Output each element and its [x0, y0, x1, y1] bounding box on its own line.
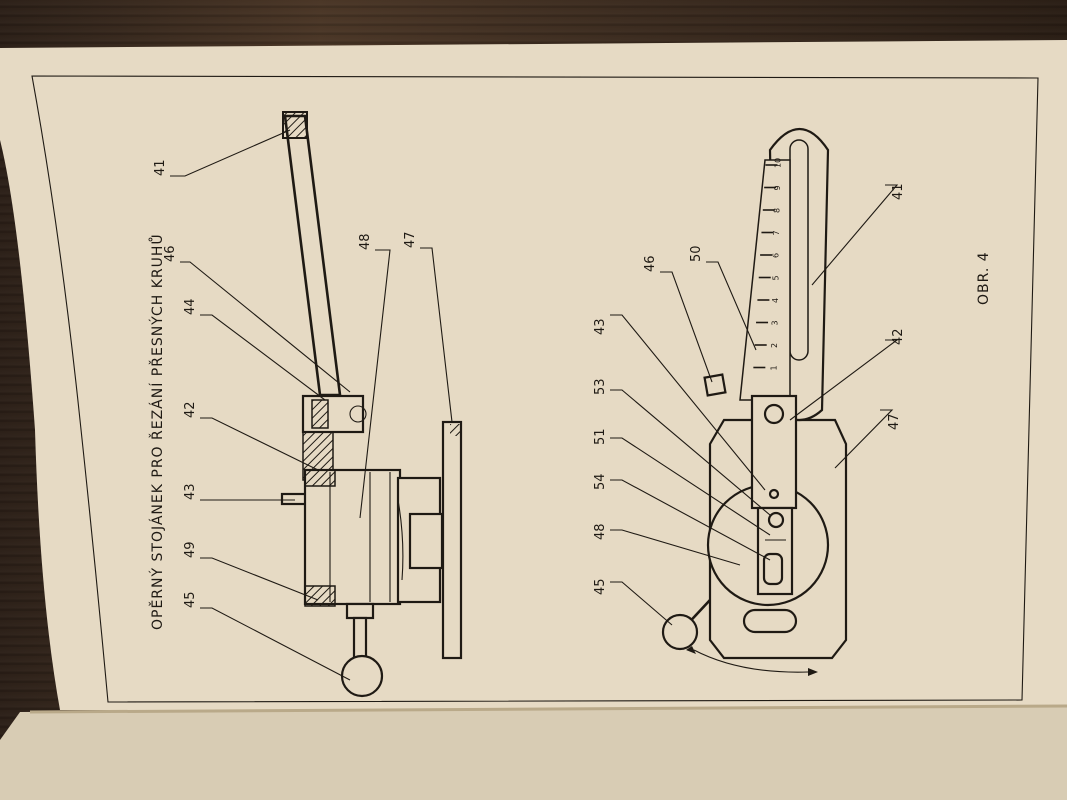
label-41-top: 41 — [891, 183, 906, 200]
drawing-border — [31, 75, 1039, 703]
scale-tick-label: 7 — [772, 230, 781, 235]
label-42-side: 42 — [183, 401, 198, 418]
scale-tick-label: 4 — [771, 298, 780, 303]
label-47-top: 47 — [887, 413, 902, 430]
scale-tick-label: 1 — [769, 365, 778, 370]
scale-tick-label: 8 — [773, 208, 782, 213]
label-46-top: 46 — [643, 255, 658, 272]
knob-45-top — [661, 613, 699, 651]
label-45-top: 45 — [593, 578, 608, 595]
label-50-top: 50 — [689, 245, 704, 262]
top-view-drawing: 1 2 3 4 5 6 7 8 9 10 — [661, 127, 848, 676]
lower-page — [0, 706, 1067, 800]
label-48-top: 48 — [593, 523, 608, 540]
scale-tick-label: 6 — [772, 253, 781, 258]
label-47-side: 47 — [403, 231, 418, 248]
top-view-leaders — [610, 184, 899, 626]
label-46-side: 46 — [163, 245, 178, 262]
label-42-top: 42 — [891, 328, 906, 345]
label-43-side: 43 — [183, 483, 198, 500]
arm-end-hatch — [282, 111, 308, 139]
screw-51 — [767, 511, 785, 529]
screw — [345, 602, 375, 620]
side-view-leaders — [170, 129, 453, 681]
label-45-side: 45 — [183, 591, 198, 608]
scale-tick-label: 9 — [773, 185, 782, 190]
pointer-46 — [703, 373, 727, 397]
label-53-top: 53 — [593, 378, 608, 395]
side-view-drawing — [280, 111, 463, 698]
ring-49 — [304, 585, 336, 607]
label-43-top: 43 — [593, 318, 608, 335]
label-49-side: 49 — [183, 541, 198, 558]
label-44-side: 44 — [183, 298, 198, 315]
label-41-side: 41 — [153, 159, 168, 176]
scale-ticks: 1 2 3 4 5 6 7 8 9 10 — [753, 158, 783, 371]
scale-tick-label: 2 — [770, 343, 779, 348]
slider-screw — [763, 403, 785, 425]
label-48-side: 48 — [358, 233, 373, 250]
shaft — [352, 616, 368, 662]
base-slot — [742, 608, 798, 634]
label-54-top: 54 — [593, 473, 608, 490]
knob-45 — [340, 654, 384, 698]
label-51-top: 51 — [593, 428, 608, 445]
side-view-numbers: 41 46 44 48 47 42 43 49 45 — [153, 159, 418, 608]
body-48 — [303, 468, 402, 606]
drawing-title: OPĚRNÝ STOJÁNEK PRO ŘEZÁNÍ PŘESNÝCH KRUH… — [148, 233, 166, 630]
scale-tick-label: 5 — [771, 275, 780, 280]
scale-tick-label: 10 — [774, 158, 783, 168]
figure-label: OBR. 4 — [976, 251, 992, 305]
base-plate-47 — [441, 420, 463, 660]
top-view-numbers: 46 50 41 43 53 51 54 48 45 42 47 — [593, 183, 906, 595]
blade-54 — [762, 552, 784, 586]
pin-43-top — [768, 488, 780, 500]
rotation-arrow — [693, 649, 809, 673]
scale-tick-label: 3 — [770, 320, 779, 325]
